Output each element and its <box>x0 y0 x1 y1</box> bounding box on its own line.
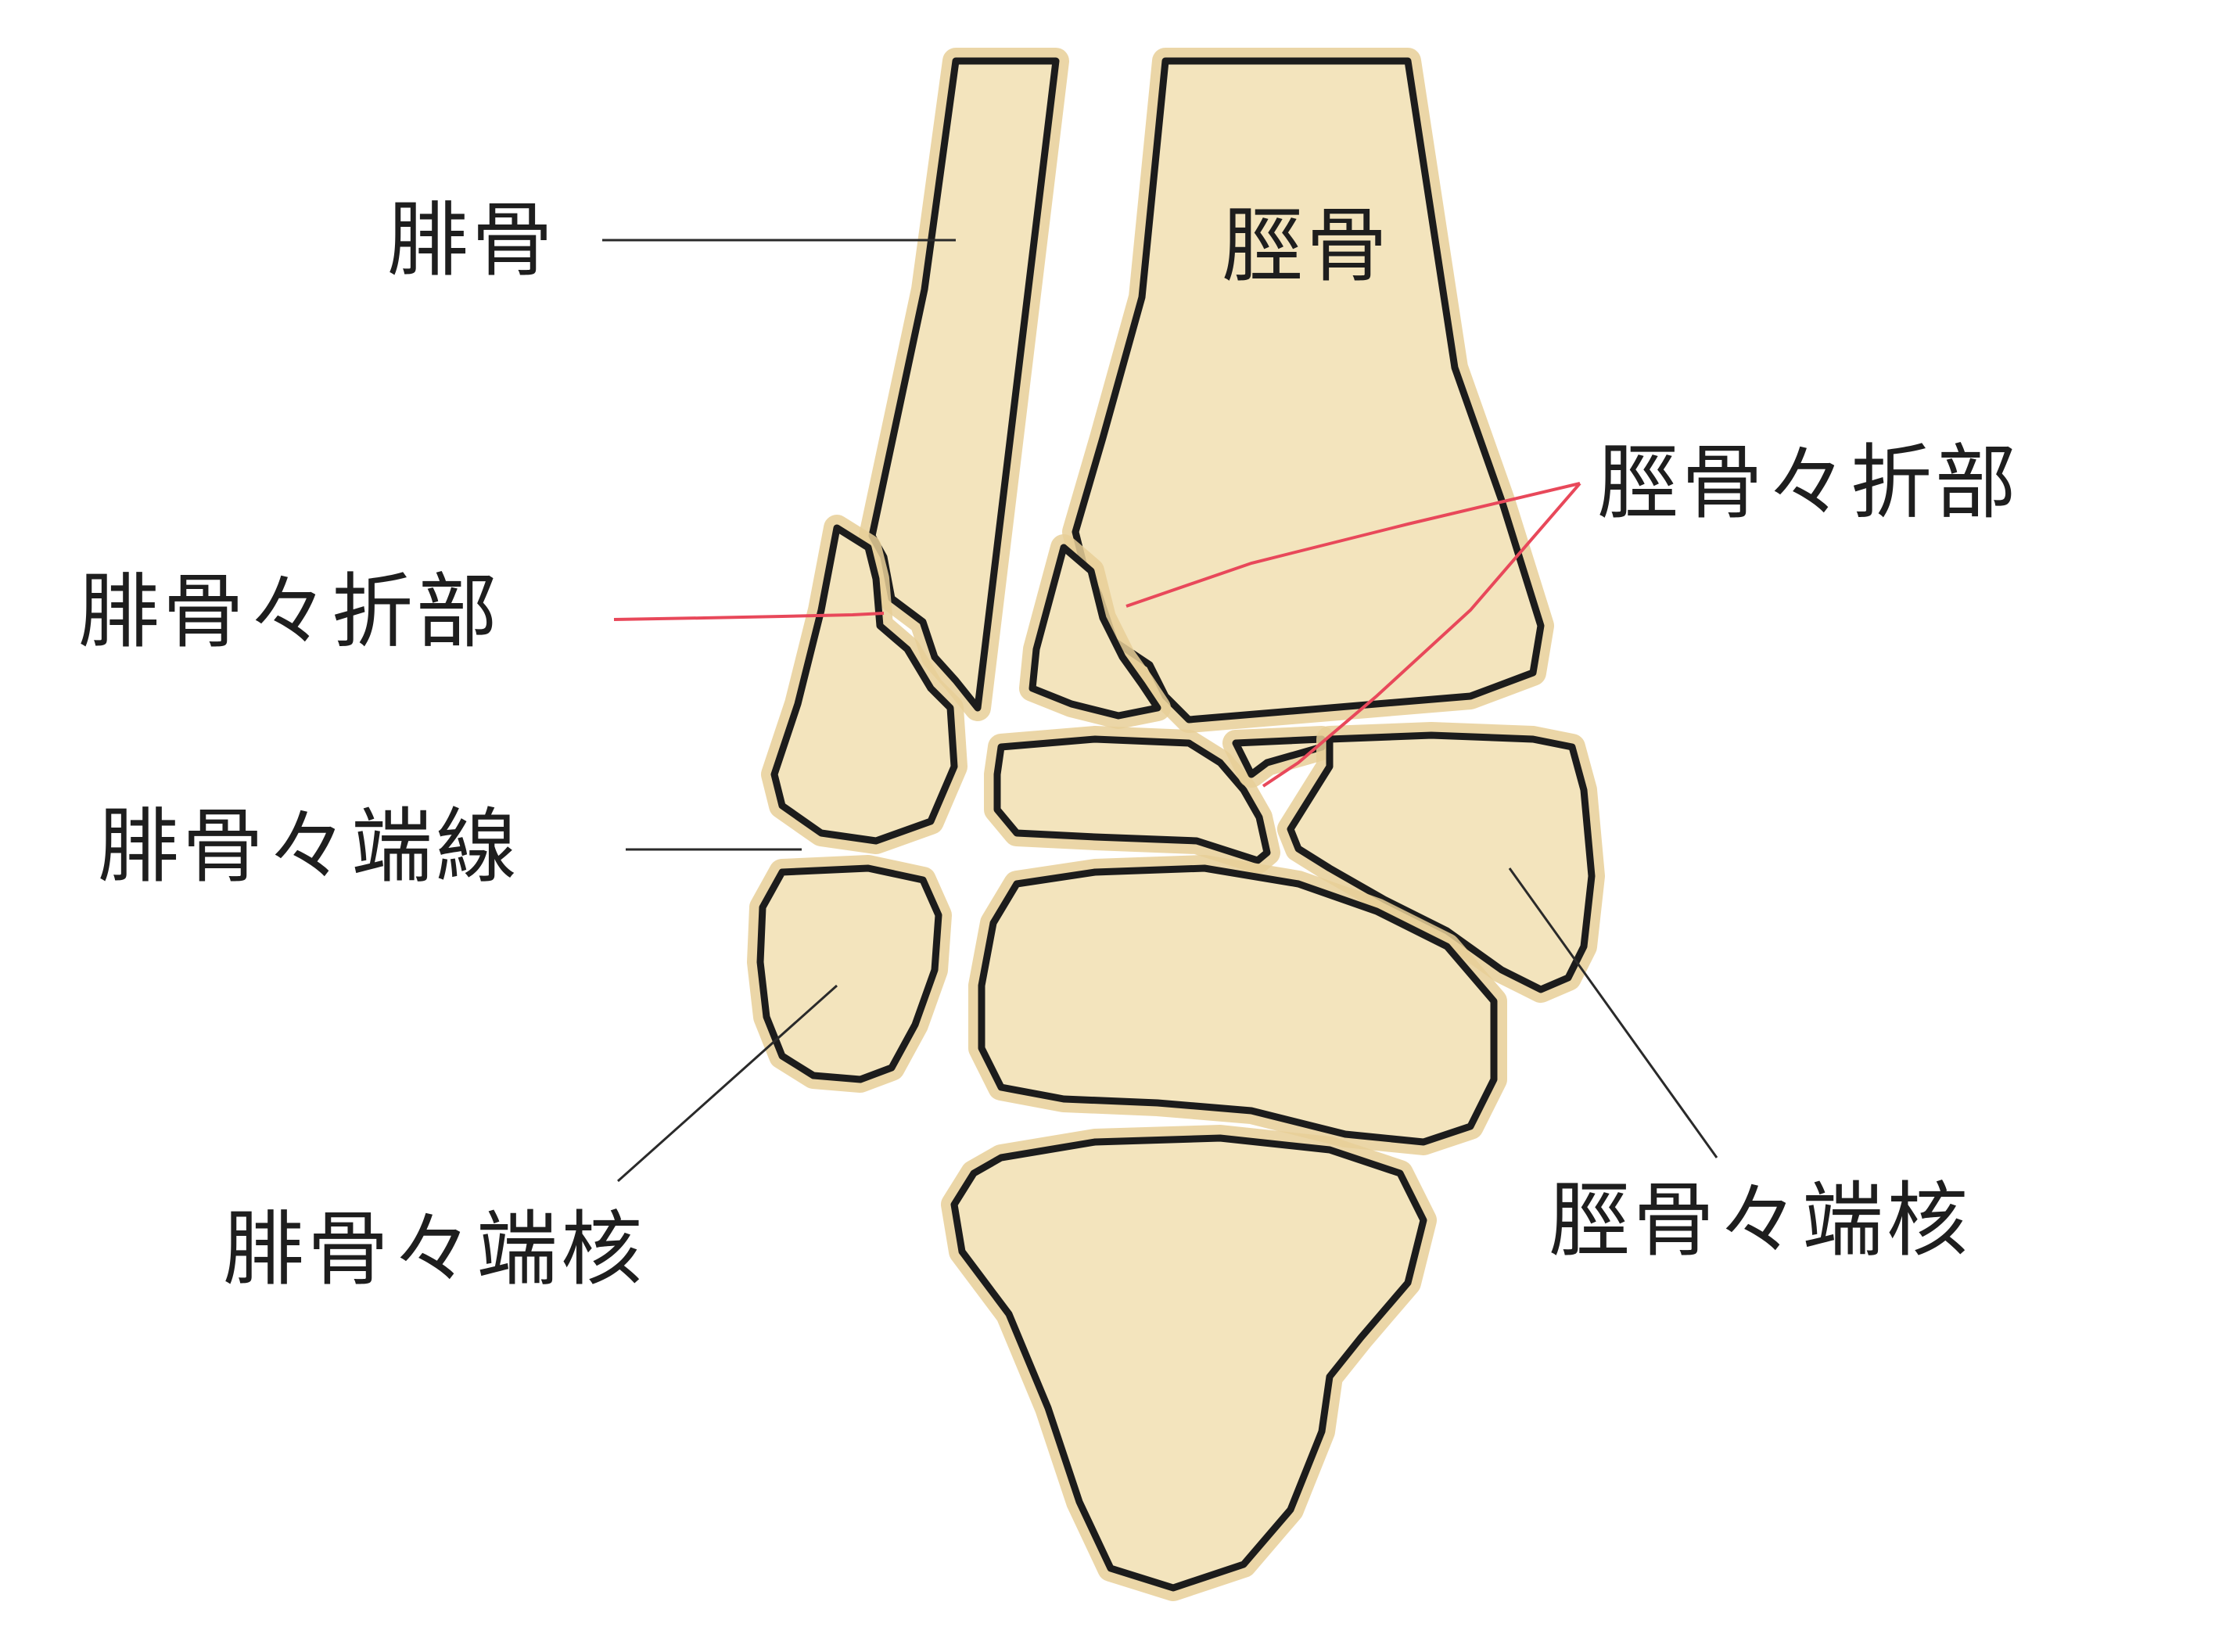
label-fibula-epiphysis: 腓骨々端核 <box>223 1208 645 1290</box>
tibia-epiphysis-leader-line <box>1510 868 1717 1158</box>
label-fibula: 腓骨 <box>387 199 556 281</box>
label-fibula-physis: 腓骨々端線 <box>98 806 520 887</box>
label-tibia-epiphysis: 脛骨々端核 <box>1549 1180 1971 1261</box>
label-tibia: 脛骨 <box>1222 205 1391 286</box>
label-fibula-fracture: 腓骨々折部 <box>78 571 501 652</box>
label-tibia-fracture: 脛骨々折部 <box>1597 442 2019 523</box>
